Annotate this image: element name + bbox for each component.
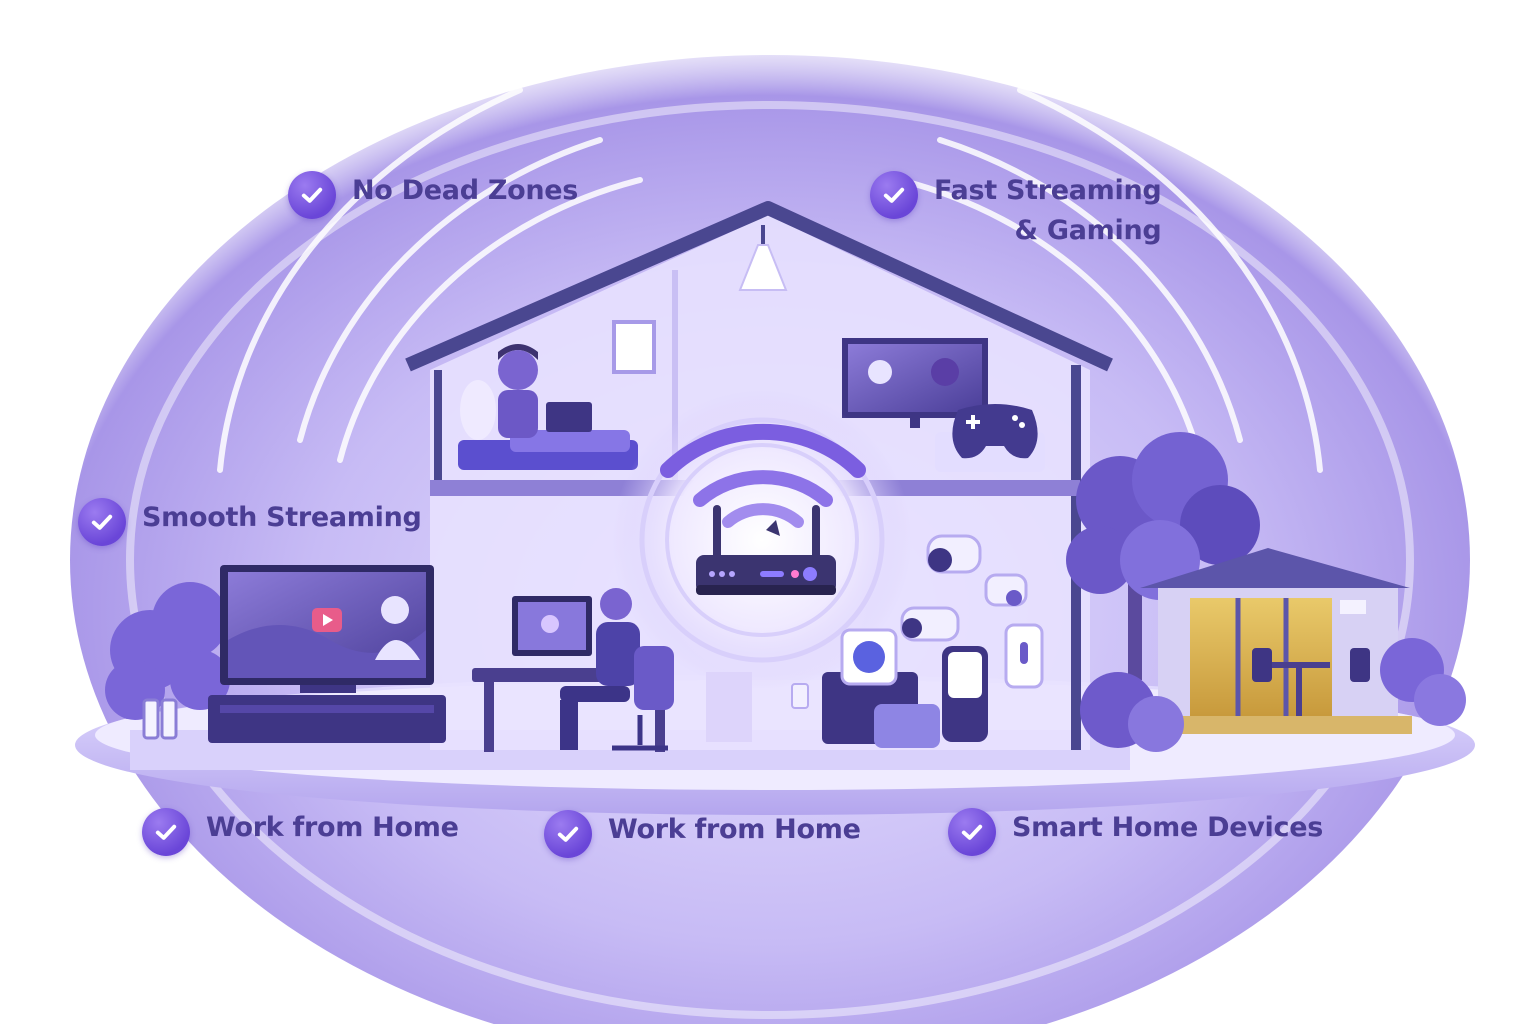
- feature-label: Smooth Streaming: [142, 502, 422, 533]
- check-circle-icon: [142, 808, 190, 856]
- bedroom-scene: [458, 344, 638, 470]
- feature-smart-home-devices: Smart Home Devices: [948, 808, 1323, 856]
- feature-smooth-streaming: Smooth Streaming: [78, 498, 422, 546]
- feature-fast-streaming-gaming: Fast Streaming & Gaming: [870, 171, 1162, 251]
- check-circle-icon: [870, 171, 918, 219]
- gamepad-icon: [952, 404, 1038, 459]
- feature-label: Work from Home: [608, 814, 861, 845]
- check-circle-icon: [78, 498, 126, 546]
- check-circle-icon: [948, 808, 996, 856]
- feature-work-from-home: Work from Home: [142, 808, 459, 856]
- feature-no-dead-zones: No Dead Zones: [288, 171, 578, 219]
- check-circle-icon: [544, 810, 592, 858]
- home-office-desk: [472, 588, 674, 752]
- feature-label: No Dead Zones: [352, 175, 579, 206]
- router-glow: [612, 390, 912, 690]
- feature-label: Smart Home Devices: [1012, 812, 1323, 843]
- feature-label: Work from Home: [206, 812, 459, 843]
- gaming-scene: [842, 338, 1045, 472]
- play-icon: [312, 608, 342, 632]
- wifi-router-icon: [696, 505, 836, 595]
- feature-label: Fast Streaming & Gaming: [934, 175, 1162, 246]
- patio-building: [1080, 548, 1466, 752]
- wifi-signal-icon: [660, 423, 866, 528]
- check-circle-icon: [288, 171, 336, 219]
- feature-work-from-home-2: Work from Home: [544, 810, 861, 858]
- smart-home-devices: [706, 534, 1044, 748]
- wifi-wave-arcs: [217, 87, 1323, 473]
- living-room-tv: [142, 565, 446, 743]
